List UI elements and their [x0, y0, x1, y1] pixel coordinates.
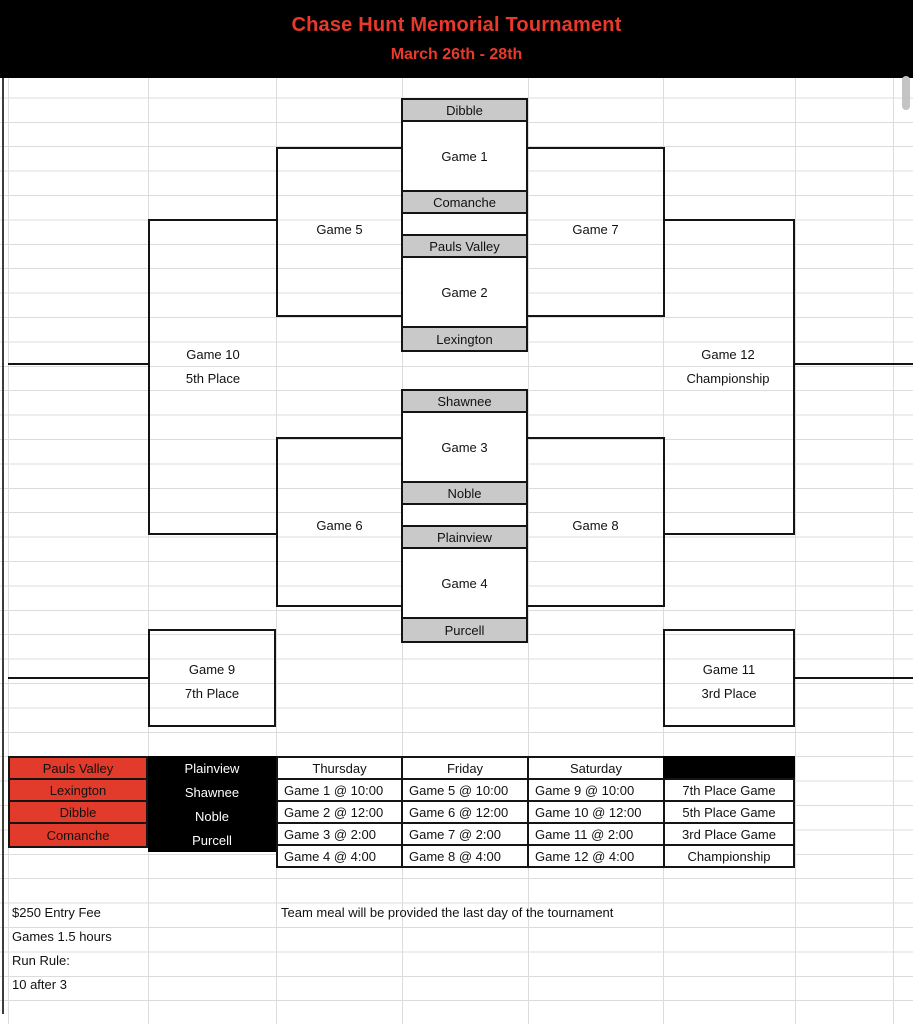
game-10-label: Game 10 [186, 346, 240, 362]
schedule-column-thursday: Thursday Game 1 @ 10:00 Game 2 @ 12:00 G… [276, 756, 403, 868]
game-9-label: Game 9 [188, 661, 236, 677]
day-header[interactable]: Thursday [276, 756, 403, 780]
page-title: Chase Hunt Memorial Tournament [291, 14, 622, 36]
red-pool-team[interactable]: Lexington [10, 780, 146, 802]
bracket-center-upper: Dibble Game 1 Comanche Pauls Valley Game… [401, 98, 528, 352]
placement-cell[interactable]: 5th Place Game [663, 800, 795, 824]
team-cell-dibble[interactable]: Dibble [403, 100, 526, 122]
schedule-cell[interactable]: Game 7 @ 2:00 [401, 822, 529, 846]
game-12-sublabel: Championship [686, 370, 770, 386]
schedule-cell[interactable]: Game 11 @ 2:00 [527, 822, 665, 846]
game-11-winner-line [793, 677, 913, 679]
placement-cell[interactable]: Championship [663, 844, 795, 868]
grid-vertical-line [148, 78, 149, 1024]
schedule-cell[interactable]: Game 4 @ 4:00 [276, 844, 403, 868]
placement-cell[interactable]: 7th Place Game [663, 778, 795, 802]
grid-vertical-line [8, 78, 9, 1024]
grid-vertical-line [893, 78, 894, 1024]
team-cell-lexington[interactable]: Lexington [403, 328, 526, 350]
schedule-cell[interactable]: Game 6 @ 12:00 [401, 800, 529, 824]
game-10-sublabel: 5th Place [185, 370, 241, 386]
red-pool-team[interactable]: Pauls Valley [10, 758, 146, 780]
game-12-bracket[interactable]: Game 12 Championship [663, 219, 795, 535]
team-cell-pauls-valley[interactable]: Pauls Valley [403, 236, 526, 258]
game-5-label: Game 5 [316, 221, 363, 237]
day-header[interactable]: Saturday [527, 756, 665, 780]
day-header[interactable]: Friday [401, 756, 529, 780]
grid-vertical-line [795, 78, 796, 1024]
game-12-label: Game 12 [701, 346, 755, 362]
game-11-sublabel: 3rd Place [701, 685, 757, 701]
note-game-length[interactable]: Games 1.5 hours [12, 928, 112, 944]
schedule-cell[interactable]: Game 2 @ 12:00 [276, 800, 403, 824]
game-11-box[interactable]: Game 11 3rd Place [663, 629, 795, 727]
schedule-cell[interactable]: Game 3 @ 2:00 [276, 822, 403, 846]
game-8-label: Game 8 [572, 517, 619, 533]
team-cell-noble[interactable]: Noble [403, 483, 526, 505]
red-pool-team[interactable]: Dibble [10, 802, 146, 824]
schedule-cell[interactable]: Game 5 @ 10:00 [401, 778, 529, 802]
game-6-label: Game 6 [316, 517, 363, 533]
note-run-rule-value[interactable]: 10 after 3 [12, 976, 67, 992]
black-pool-team[interactable]: Shawnee [184, 784, 240, 800]
bracket-center-lower: Shawnee Game 3 Noble Plainview Game 4 Pu… [401, 389, 528, 643]
black-pool-team[interactable]: Plainview [184, 760, 240, 776]
game-9-feeder-line [8, 677, 150, 679]
black-pool-column: Plainview Shawnee Noble Purcell [148, 756, 276, 852]
schedule-column-saturday: Saturday Game 9 @ 10:00 Game 10 @ 12:00 … [527, 756, 665, 868]
game-2-cell[interactable]: Game 2 [403, 258, 526, 328]
red-pool-team[interactable]: Comanche [10, 824, 146, 846]
note-run-rule-label[interactable]: Run Rule: [12, 952, 70, 968]
schedule-cell[interactable]: Game 10 @ 12:00 [527, 800, 665, 824]
team-cell-purcell[interactable]: Purcell [403, 619, 526, 641]
schedule-cell[interactable]: Game 1 @ 10:00 [276, 778, 403, 802]
game-10-feeder-line [8, 363, 150, 365]
game-4-cell[interactable]: Game 4 [403, 549, 526, 619]
schedule-cell[interactable]: Game 9 @ 10:00 [527, 778, 665, 802]
game-12-winner-line [793, 363, 913, 365]
game-5-box[interactable]: Game 5 [276, 147, 403, 317]
game-11-label: Game 11 [702, 661, 756, 677]
schedule-cell[interactable]: Game 12 @ 4:00 [527, 844, 665, 868]
team-cell-shawnee[interactable]: Shawnee [403, 391, 526, 413]
schedule-cell[interactable]: Game 8 @ 4:00 [401, 844, 529, 868]
placement-column: 7th Place Game 5th Place Game 3rd Place … [663, 756, 795, 868]
vertical-scrollbar-thumb[interactable] [902, 76, 910, 110]
game-8-box[interactable]: Game 8 [526, 437, 665, 607]
red-pool-column: Pauls Valley Lexington Dibble Comanche [8, 756, 148, 848]
black-pool-team[interactable]: Purcell [192, 832, 232, 848]
note-entry-fee[interactable]: $250 Entry Fee [12, 904, 101, 920]
game-10-bracket[interactable]: Game 10 5th Place [148, 219, 276, 535]
title-banner: Chase Hunt Memorial Tournament March 26t… [0, 0, 913, 78]
game-6-box[interactable]: Game 6 [276, 437, 403, 607]
sheet-left-edge [2, 78, 4, 1014]
black-pool-team[interactable]: Noble [195, 808, 229, 824]
spacer-cell [403, 214, 526, 236]
game-9-sublabel: 7th Place [184, 685, 240, 701]
placement-cell[interactable]: 3rd Place Game [663, 822, 795, 846]
game-1-cell[interactable]: Game 1 [403, 122, 526, 192]
grid-vertical-line [528, 78, 529, 1024]
game-7-label: Game 7 [572, 221, 619, 237]
tournament-dates: March 26th - 28th [390, 46, 523, 63]
game-7-box[interactable]: Game 7 [526, 147, 665, 317]
spacer-cell [403, 505, 526, 527]
placement-header-black-cell[interactable] [663, 756, 795, 780]
game-3-cell[interactable]: Game 3 [403, 413, 526, 483]
team-cell-comanche[interactable]: Comanche [403, 192, 526, 214]
team-cell-plainview[interactable]: Plainview [403, 527, 526, 549]
note-team-meal[interactable]: Team meal will be provided the last day … [281, 904, 614, 920]
schedule-column-friday: Friday Game 5 @ 10:00 Game 6 @ 12:00 Gam… [401, 756, 529, 868]
game-9-box[interactable]: Game 9 7th Place [148, 629, 276, 727]
